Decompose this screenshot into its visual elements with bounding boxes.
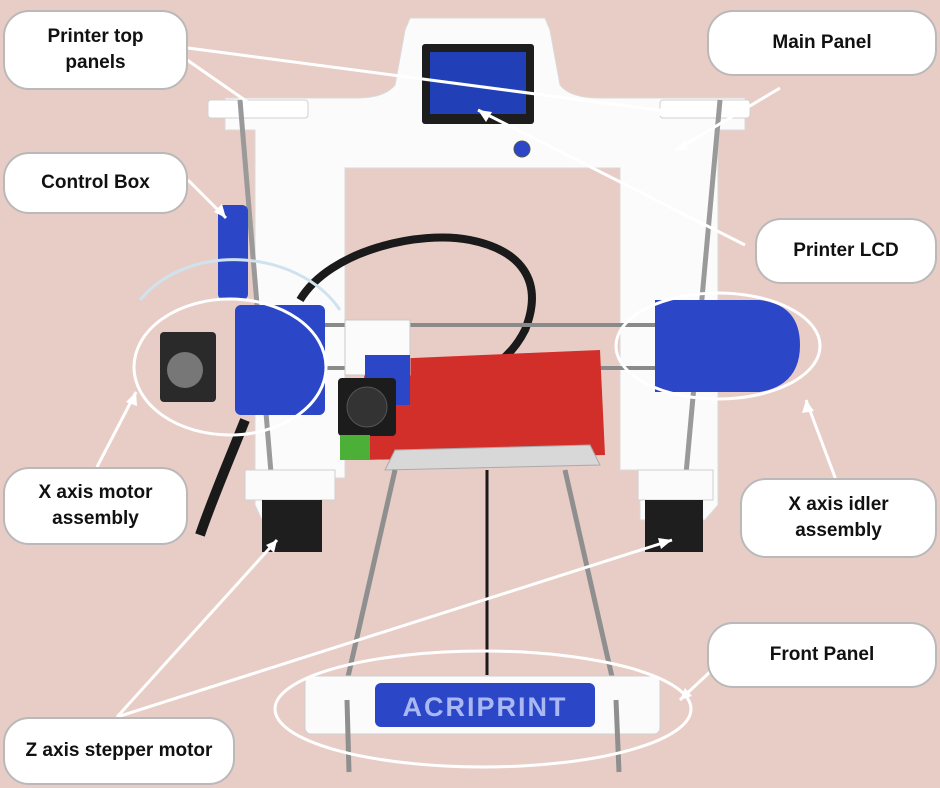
callout-arrowheads <box>126 100 814 700</box>
front-rod-left <box>344 699 352 773</box>
callout-lines <box>95 46 838 719</box>
z-motor-right <box>645 500 703 552</box>
label-printer-lcd: Printer LCD <box>755 218 937 284</box>
label-z-axis-stepper-motor: Z axis stepper motor <box>3 717 235 785</box>
fan-duct <box>340 435 370 460</box>
lcd-knob <box>513 140 531 158</box>
heated-bed <box>360 350 605 460</box>
highlight-front-panel <box>273 649 693 769</box>
label-control-box: Control Box <box>3 152 188 214</box>
logo-text: ACRIPRINT <box>403 692 568 722</box>
z-mount-right <box>637 469 714 501</box>
x-motor-face <box>167 352 203 388</box>
y-rod-left <box>342 469 398 691</box>
label-x-axis-idler-assembly: X axis idler assembly <box>740 478 937 558</box>
label-x-axis-motor-assembly: X axis motor assembly <box>3 467 188 545</box>
label-main-panel: Main Panel <box>707 10 937 76</box>
fan-hub <box>346 386 388 428</box>
highlight-x-motor <box>132 297 328 437</box>
bed-plate <box>384 444 601 471</box>
control-box-shape <box>218 205 248 300</box>
x-motor-bracket <box>235 305 325 415</box>
y-rod-right <box>562 469 618 691</box>
filament <box>138 258 342 311</box>
front-logo-plate <box>375 683 595 727</box>
z-mount-left <box>244 469 336 501</box>
left-wires <box>195 418 250 537</box>
highlight-x-idler <box>614 291 822 401</box>
label-front-panel: Front Panel <box>707 622 937 688</box>
z-rod-left <box>237 99 275 486</box>
label-printer-top-panels: Printer top panels <box>3 10 188 90</box>
front-rod-right <box>613 699 622 773</box>
x-idler-shape <box>655 300 800 392</box>
